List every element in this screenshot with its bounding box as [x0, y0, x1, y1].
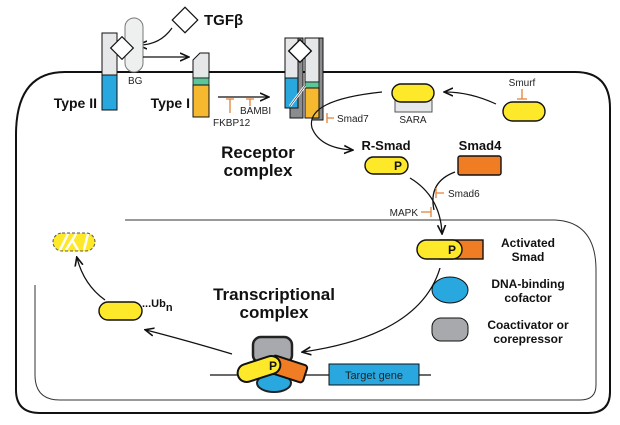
- type2-receptor-kinase: [101, 74, 118, 111]
- type2-receptor-ectodomain: [101, 32, 118, 76]
- r-smad-translocation-arrow: [409, 177, 442, 233]
- smad7-inhibitor: [326, 113, 334, 123]
- smurf-inhibitor: [517, 89, 527, 100]
- bambi-label: BAMBI: [240, 106, 271, 117]
- type2-label: Type II: [54, 95, 97, 111]
- sara-label: SARA: [399, 115, 427, 126]
- type1-label: Type I: [151, 95, 190, 111]
- transcriptional-complex-label-2: complex: [240, 303, 310, 322]
- mapk-inhibitor: [421, 207, 432, 217]
- legend-dna-binding-1: DNA-binding: [491, 277, 564, 291]
- degradation-arrow: [77, 258, 106, 301]
- smad4: [457, 155, 502, 176]
- r-smad-label: R-Smad: [361, 138, 410, 153]
- nuclear-envelope: [34, 219, 597, 401]
- receptor-complex-label-2: complex: [224, 161, 294, 180]
- transcriptional-complex-label-1: Transcriptional: [213, 285, 335, 304]
- bound-ligand: [109, 35, 135, 61]
- smad4-label: Smad4: [459, 138, 502, 153]
- tgf-beta-ligand: [171, 6, 199, 34]
- legend-activated-smad-2: Smad: [512, 250, 545, 264]
- receptor-complex-label-1: Receptor: [221, 143, 295, 162]
- type1-receptor-ectodomain: [192, 52, 210, 79]
- legend-dna-binding-2: cofactor: [504, 291, 552, 305]
- target-gene-box: [328, 363, 420, 386]
- tgf-beta-label: TGFβ: [204, 12, 243, 29]
- sara-bound-smad: [391, 83, 435, 103]
- degraded-smad: [52, 232, 96, 252]
- fkbp12-label: FKBP12: [213, 118, 251, 129]
- type1-receptor-kinase: [192, 84, 210, 118]
- mapk-label: MAPK: [390, 208, 419, 219]
- legend-coactivator-icon: [431, 317, 469, 342]
- legend-activated-smad-1: Activated: [501, 236, 555, 250]
- phosphorylation-arrow: [310, 91, 383, 150]
- activated-smad: P: [416, 239, 484, 260]
- smad6-label: Smad6: [448, 189, 480, 200]
- activated-smad-phospho: P: [448, 243, 456, 257]
- target-gene-label: Target gene: [345, 370, 403, 382]
- complex-phospho: P: [269, 359, 277, 373]
- ligand-binding-arrow: [139, 27, 173, 45]
- smad7-label: Smad7: [337, 114, 369, 125]
- betaglycan-label: BG: [128, 76, 143, 87]
- legend-dna-binding-cofactor-icon: [431, 276, 469, 304]
- legend-coactivator-2: corepressor: [493, 332, 563, 346]
- export-arrow: [146, 330, 233, 355]
- smad4-join-arrow: [432, 171, 456, 211]
- r-smad-phospho: P: [394, 159, 402, 173]
- fkbp12-inhibitor: [226, 98, 234, 113]
- smad6-inhibitor: [435, 188, 444, 198]
- receptor-complex: [284, 37, 324, 121]
- ubiquitinated-smad: [98, 301, 143, 321]
- smurf-label: Smurf: [509, 78, 536, 89]
- r-smad: [364, 156, 409, 175]
- transcriptional-complex: P: [236, 335, 309, 393]
- smad-recruit-arrow: [445, 92, 497, 105]
- type1-gs-domain: [192, 77, 210, 86]
- smurf-smad: [502, 101, 546, 122]
- ubiquitin-label: ...Ubn: [142, 298, 173, 314]
- cell-membrane: [15, 71, 611, 414]
- bambi-inhibitor: [246, 98, 254, 106]
- legend-coactivator-1: Coactivator or: [487, 318, 569, 332]
- nuclear-activation-arrow: [303, 267, 441, 352]
- sara-anchor: [394, 100, 433, 113]
